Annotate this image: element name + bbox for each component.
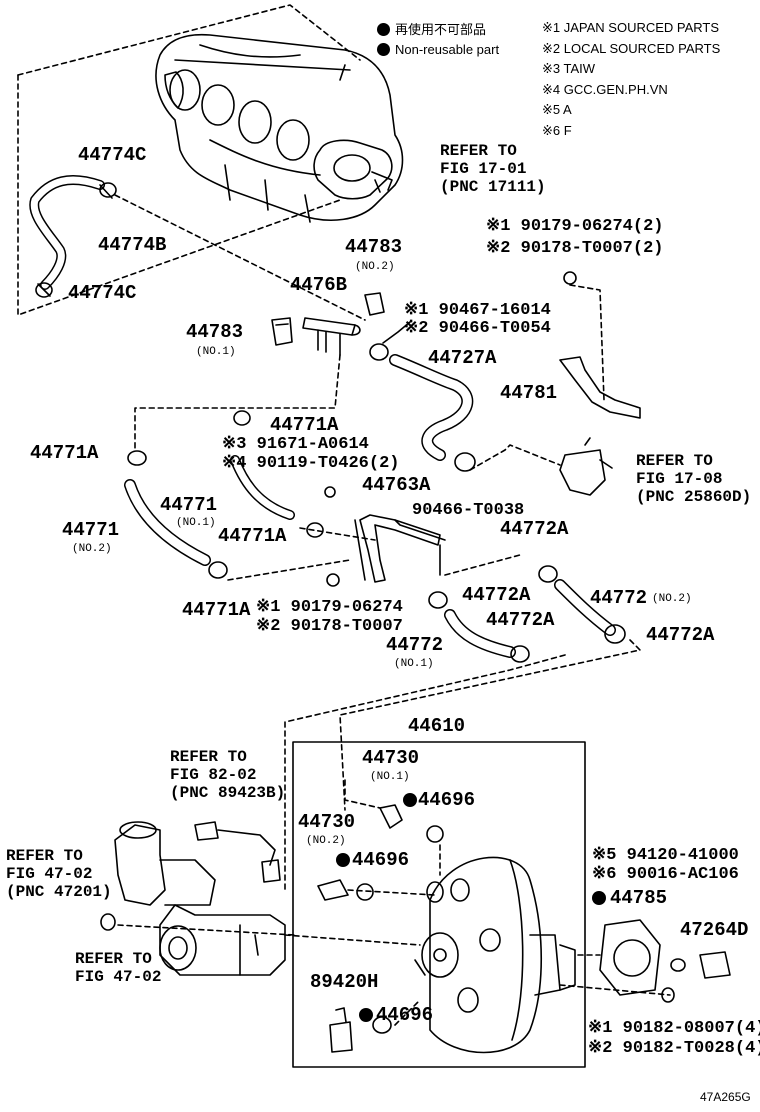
ref-line: REFER TO: [636, 452, 713, 470]
part-44772a-lower[interactable]: 44772A: [486, 609, 555, 631]
part-90179-06274-2[interactable]: ※1 90179-06274(2): [486, 217, 664, 236]
part-44772a-right[interactable]: 44772A: [646, 624, 715, 646]
part-94120-41000[interactable]: ※5 94120-41000: [592, 846, 739, 865]
ref-line: (PNC 25860D): [636, 488, 752, 506]
part-47264d[interactable]: 47264D: [680, 919, 749, 941]
ref-line: (PNC 17111): [440, 178, 546, 196]
part-90466-t0038[interactable]: 90466-T0038: [412, 501, 525, 520]
part-44785[interactable]: 44785: [610, 887, 668, 909]
part-44771-no2[interactable]: 44771: [62, 519, 120, 541]
clamp-44774c-top: [99, 182, 117, 199]
part-44727a[interactable]: 44727A: [428, 347, 497, 369]
part-44774c-bottom[interactable]: 44774C: [68, 282, 137, 304]
part-90119-t0426[interactable]: ※4 90119-T0426(2): [222, 454, 400, 473]
part-44771-no2-sub: (NO.2): [72, 543, 112, 555]
master-cylinder-drawing: [100, 821, 286, 976]
part-44730-no1[interactable]: 44730: [362, 747, 420, 769]
note-6: ※6 F: [542, 122, 572, 138]
legend-en: Non-reusable part: [395, 42, 500, 57]
ref-line: FIG 17-08: [636, 470, 723, 488]
part-90467-16014[interactable]: ※1 90467-16014: [404, 301, 551, 320]
ref-line: REFER TO: [6, 847, 83, 865]
part-44771a-bottom[interactable]: 44771A: [182, 599, 251, 621]
clip-44783-no2: [364, 292, 385, 316]
refer-fig-47-02-pnc[interactable]: REFER TO FIG 47-02 (PNC 47201): [6, 847, 112, 901]
part-44696-c[interactable]: 44696: [376, 1004, 434, 1026]
part-44771a-top[interactable]: 44771A: [270, 414, 339, 436]
connector-4476b: [302, 317, 361, 356]
part-44696-a[interactable]: 44696: [418, 789, 476, 811]
part-89420h[interactable]: 89420H: [310, 971, 379, 993]
ref-line: (PNC 47201): [6, 883, 112, 901]
brake-booster-drawing: [414, 856, 576, 1054]
part-91671-a0614[interactable]: ※3 91671-A0614: [222, 435, 369, 454]
part-44771-no1-sub: (NO.1): [176, 517, 216, 529]
part-44696-b[interactable]: 44696: [352, 849, 410, 871]
part-44781[interactable]: 44781: [500, 382, 558, 404]
note-4: ※4 GCC.GEN.PH.VN: [542, 81, 668, 97]
part-90016-ac106[interactable]: ※6 90016-AC106: [592, 865, 739, 884]
part-90179-06274[interactable]: ※1 90179-06274: [256, 598, 403, 617]
note-3: ※3 TAIW: [542, 61, 596, 76]
ref-line: REFER TO: [440, 142, 517, 160]
part-44730-no2-sub: (NO.2): [306, 835, 346, 847]
part-44771a-mid[interactable]: 44771A: [218, 525, 287, 547]
ref-line: REFER TO: [75, 950, 152, 968]
figure-code: 47A265G: [700, 1090, 751, 1104]
nonreusable-dot-icon: [377, 23, 390, 36]
part-44783-no1-sub: (NO.1): [196, 346, 236, 358]
ref-line: REFER TO: [170, 748, 247, 766]
legend-nonreusable: 再使用不可部品 Non-reusable part: [377, 20, 499, 60]
part-44772-no1-sub: (NO.1): [394, 658, 434, 670]
part-44763a[interactable]: 44763A: [362, 474, 431, 496]
ref-line: FIG 47-02: [6, 865, 93, 883]
part-44771-no1[interactable]: 44771: [160, 494, 218, 516]
part-90182-t0028[interactable]: ※2 90182-T0028(4): [588, 1039, 760, 1058]
part-44774c-top[interactable]: 44774C: [78, 144, 147, 166]
refer-fig-82-02[interactable]: REFER TO FIG 82-02 (PNC 89423B): [170, 748, 285, 802]
note-5: ※5 A: [542, 102, 572, 117]
refer-fig-17-08[interactable]: REFER TO FIG 17-08 (PNC 25860D): [636, 452, 751, 506]
part-44783-no2[interactable]: 44783: [345, 236, 403, 258]
legend-jp: 再使用不可部品: [395, 22, 487, 37]
clamp-44774c-bottom: [35, 282, 53, 298]
part-90178-t0007[interactable]: ※2 90178-T0007: [256, 617, 403, 636]
ref-line: FIG 47-02: [75, 968, 162, 986]
part-90182-08007[interactable]: ※1 90182-08007(4): [588, 1019, 760, 1038]
part-4476b[interactable]: 4476B: [290, 274, 348, 296]
part-44772a-mid[interactable]: 44772A: [462, 584, 531, 606]
part-44730-no2[interactable]: 44730: [298, 811, 356, 833]
part-44730-no1-sub: (NO.1): [370, 771, 410, 783]
part-44772-no1[interactable]: 44772: [386, 634, 444, 656]
intake-manifold-drawing: [155, 33, 404, 223]
refer-fig-17-01[interactable]: REFER TO FIG 17-01 (PNC 17111): [440, 142, 546, 196]
legend-notes: ※1 JAPAN SOURCED PARTS ※2 LOCAL SOURCED …: [542, 18, 720, 141]
part-90466-t0054[interactable]: ※2 90466-T0054: [404, 319, 551, 338]
note-1: ※1 JAPAN SOURCED PARTS: [542, 20, 720, 35]
note-2: ※2 LOCAL SOURCED PARTS: [542, 40, 721, 56]
nonreusable-dot-icon: [377, 43, 390, 56]
part-44783-no2-sub: (NO.2): [355, 261, 395, 273]
part-90178-t0007-2[interactable]: ※2 90178-T0007(2): [486, 239, 664, 258]
ref-line: FIG 17-01: [440, 160, 527, 178]
part-44772a-top[interactable]: 44772A: [500, 518, 569, 540]
part-44610[interactable]: 44610: [408, 715, 466, 737]
part-44783-no1[interactable]: 44783: [186, 321, 244, 343]
clip-44783-no1: [271, 317, 293, 346]
refer-fig-47-02[interactable]: REFER TO FIG 47-02: [75, 950, 161, 986]
ref-line: (PNC 89423B): [170, 784, 286, 802]
part-44771a-left[interactable]: 44771A: [30, 442, 99, 464]
ref-line: FIG 82-02: [170, 766, 257, 784]
part-44772-no2[interactable]: 44772: [590, 587, 648, 609]
part-44774b[interactable]: 44774B: [98, 234, 167, 256]
part-44772-no2-sub: (NO.2): [652, 593, 692, 605]
